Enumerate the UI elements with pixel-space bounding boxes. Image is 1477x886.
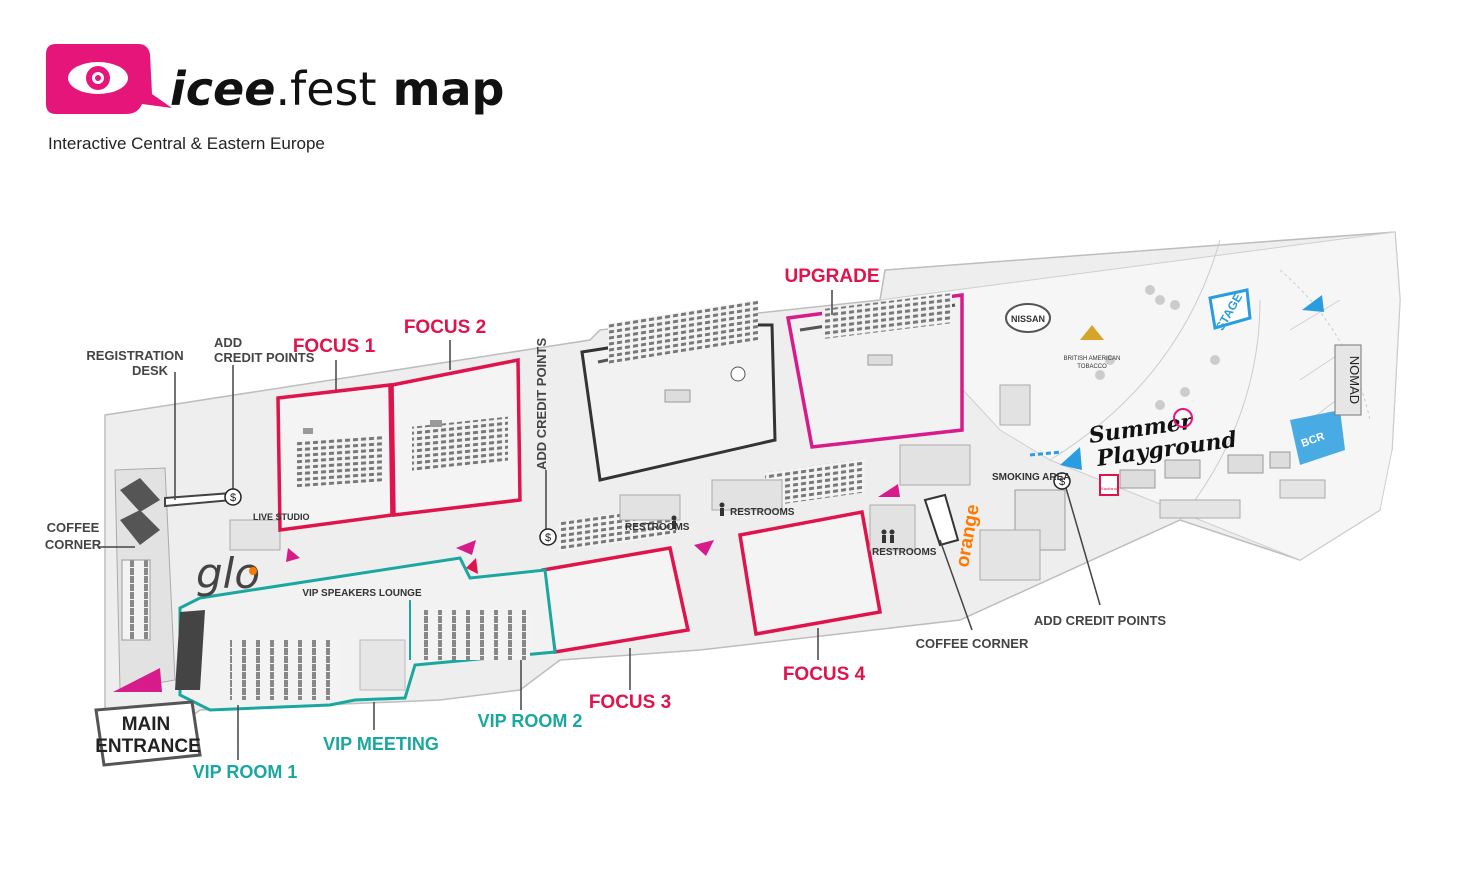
label-restrooms-3: RESTROOMS <box>872 547 937 558</box>
label-focus4[interactable]: FOCUS 4 <box>783 664 866 685</box>
left-hall <box>114 467 281 691</box>
dollar-circle-icon[interactable] <box>539 528 557 546</box>
sun-icon <box>1173 408 1193 428</box>
main-entrance[interactable] <box>94 700 202 767</box>
credit-symbol: $ <box>230 492 236 504</box>
person-icon <box>881 529 895 543</box>
coffee-counter <box>120 478 160 512</box>
credit-points: $ $ $ <box>224 472 1071 546</box>
label-restrooms-2: RESTROOMS <box>730 507 795 518</box>
dollar-circle-icon[interactable] <box>224 488 242 506</box>
label-main-entrance-2: ENTRANCE <box>95 736 201 757</box>
direction-markers <box>113 295 1324 692</box>
label-coffee-bottom: COFFEE CORNER <box>916 636 1029 651</box>
nissan-text: NISSAN <box>1011 314 1045 324</box>
credit-symbol: $ <box>1059 476 1065 488</box>
bcr-banner <box>1290 410 1345 465</box>
triangle-marker-icon <box>1060 447 1082 470</box>
live-studio-area <box>229 519 281 551</box>
title-icee: icee <box>170 62 276 116</box>
icee-logo <box>46 44 172 114</box>
label-main-entrance-1: MAIN <box>122 714 171 735</box>
nissan-logo <box>1005 303 1051 333</box>
room-focus4[interactable] <box>738 458 883 637</box>
triangle-marker-icon <box>466 558 478 574</box>
label-vip-room2[interactable]: VIP ROOM 2 <box>478 711 583 731</box>
label-coffee-left-1: COFFEE <box>47 520 100 535</box>
glo-logo: glo <box>196 549 260 598</box>
triangle-marker-icon <box>1302 295 1324 312</box>
triangle-marker-icon <box>694 540 714 556</box>
vip-room2-seats <box>420 610 530 660</box>
kaufland-logo <box>1099 474 1119 496</box>
kaufland-text: Kaufland <box>1101 486 1117 491</box>
label-vip-room1[interactable]: VIP ROOM 1 <box>193 762 298 782</box>
label-focus3[interactable]: FOCUS 3 <box>589 692 671 713</box>
label-restrooms-1: RESTROOMS <box>625 522 690 533</box>
label-registration-2: DESK <box>132 363 169 378</box>
credit-symbol: $ <box>545 532 551 544</box>
label-registration-1: REGISTRATION <box>86 348 183 363</box>
triangle-marker-icon <box>113 668 162 692</box>
nomad-sign <box>1334 344 1362 416</box>
vip-meeting-space <box>359 639 406 691</box>
bat-text-1: BRITISH AMERICAN <box>1064 356 1121 362</box>
room-focus1[interactable] <box>276 383 394 532</box>
label-focus1[interactable]: FOCUS 1 <box>293 336 376 357</box>
label-vip-speakers-lounge: VIP SPEAKERS LOUNGE <box>302 588 422 599</box>
restroom-icons <box>671 502 895 543</box>
label-coffee-left-2: CORNER <box>45 537 102 552</box>
title-fest: .fest <box>275 62 377 116</box>
label-add-credit-top-1: ADD <box>214 335 242 350</box>
label-focus2[interactable]: FOCUS 2 <box>404 317 486 338</box>
label-add-credit-vertical: ADD CREDIT POINTS <box>534 338 549 471</box>
page-subtitle: Interactive Central & Eastern Europe <box>48 134 325 153</box>
person-icon <box>719 502 725 516</box>
page-title: icee.fest map <box>170 62 504 116</box>
vip-area <box>175 556 557 712</box>
label-add-credit-top-2: CREDIT POINTS <box>214 350 315 365</box>
bat-text-2: TOBACCO <box>1077 364 1107 370</box>
room-focus2[interactable] <box>390 357 522 517</box>
vip-room1-seats <box>230 640 340 700</box>
triangle-marker-icon <box>456 540 476 555</box>
triangle-marker-icon <box>286 548 300 562</box>
escalator <box>121 559 151 641</box>
person-icon <box>671 515 677 529</box>
label-upgrade[interactable]: UPGRADE <box>784 266 879 287</box>
dollar-circle-icon[interactable] <box>1053 472 1071 490</box>
nomad-text: NOMAD <box>1347 356 1362 404</box>
stage-box[interactable] <box>1208 288 1252 330</box>
coffee-counter-right <box>923 493 960 547</box>
label-vip-meeting[interactable]: VIP MEETING <box>323 734 439 754</box>
label-add-credit-bottom: ADD CREDIT POINTS <box>1034 613 1167 628</box>
room-upgrade[interactable] <box>785 293 964 449</box>
main-auditorium <box>580 299 777 482</box>
label-live-studio: LIVE STUDIO <box>253 512 310 522</box>
leader-lines <box>98 290 1101 760</box>
triangle-marker-icon <box>878 484 900 497</box>
title-map: map <box>376 62 505 116</box>
info-labels: REGISTRATION DESK ADD CREDIT POINTS ADD … <box>45 335 1167 651</box>
label-smoking-area: SMOKING AREA <box>992 472 1071 483</box>
